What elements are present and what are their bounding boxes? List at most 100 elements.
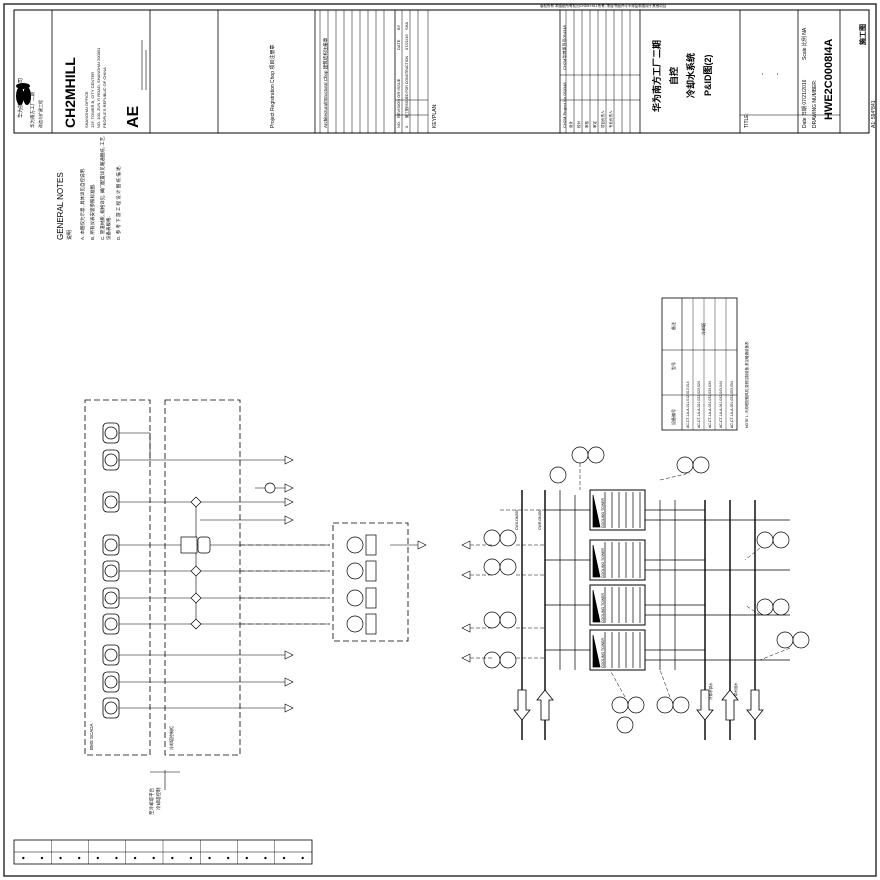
svg-text:设备表规格.: 设备表规格. (105, 216, 112, 240)
ch2m-no: CH2M华特项目号054348 (561, 25, 567, 70)
strip-dot (189, 856, 193, 860)
left-instruments (102, 422, 120, 719)
cooling-towers (521, 489, 790, 740)
sheet-border (3, 3, 877, 877)
svg-text:DATE: DATE (396, 39, 401, 50)
svg-text:PEOPLE'S REPUBLIC OF CHINA: PEOPLE'S REPUBLIC OF CHINA (102, 67, 107, 128)
tower-instruments (483, 446, 810, 734)
svg-text:COOLING TOWER: COOLING TOWER (601, 498, 605, 528)
title-line-2: 自控 (668, 67, 679, 85)
ae-detail-lines (141, 40, 147, 90)
strip-dot (59, 856, 62, 860)
svg-text:冷却水回水: 冷却水回水 (733, 682, 738, 700)
svg-text:SHANGHAI OFFICE: SHANGHAI OFFICE (84, 91, 89, 128)
scale: Scale 比例 NA (801, 27, 808, 60)
ch2m-logo: CH2MHILL (62, 57, 78, 128)
ae-logo: AE (125, 105, 142, 128)
flow-arrow-down (513, 689, 531, 721)
strip-dot (245, 856, 249, 860)
strip-dot (96, 856, 100, 860)
svg-text:SHA: SHA (404, 21, 409, 30)
instrument-box (102, 534, 120, 556)
tower-control-panel: 冷却塔控制柜 (164, 399, 241, 756)
title-line-4: P&ID图(2) (703, 54, 713, 96)
project-no: CH2M Project No.054348 (562, 82, 567, 128)
date: Date 日期 07/21/2016 (802, 79, 808, 128)
mcc-panel (332, 522, 427, 642)
top-note: 版权所有 本图纸所有权归CH2M HILL所有, 未经书面许可不得复制或用于其他… (540, 3, 666, 8)
svg-text:至冷却塔平台: 至冷却塔平台 (148, 788, 155, 815)
instrument-box (102, 587, 120, 609)
legend-table: 设备编号 型号 备注 AC-CT-1A-A-011,012,013,014 AC… (661, 297, 749, 431)
strip-dot (301, 856, 304, 860)
notes-title: GENERAL NOTES (56, 172, 65, 240)
flow-arrow-up (536, 689, 554, 721)
svg-text:-: - (775, 73, 781, 75)
instrument-box (102, 697, 120, 719)
strip-dot (226, 856, 230, 860)
svg-text:-: - (760, 73, 766, 75)
svg-text:冷却塔: 冷却塔 (700, 323, 706, 335)
strip-dot (264, 856, 267, 860)
svg-text:设计: 设计 (568, 121, 573, 128)
svg-text:CWS-DN350: CWS-DN350 (515, 510, 519, 530)
general-notes: GENERAL NOTES 说明 A. 本图仅为示意, 具体详见自控说明. B.… (56, 135, 122, 240)
title-label: TITLE: (744, 113, 750, 128)
bms-panel: BMS SCADA (84, 399, 151, 756)
svg-text:冷却水供水: 冷却水供水 (708, 682, 713, 700)
svg-text:AC-CT-1A-A-051,052,053,054: AC-CT-1A-A-051,052,053,054 (730, 381, 734, 428)
instrument-box (102, 449, 120, 471)
svg-text:COOLING TOWER: COOLING TOWER (601, 593, 605, 623)
project-registration: Project Registration Chop 项目注册章 (269, 45, 276, 128)
strip-dot (40, 856, 44, 860)
title-block: 华为技术有限公司 华为南方工厂二期 改造与扩建工程 CH2MHILL SHANG… (13, 3, 877, 134)
flow-arrow-down (746, 689, 764, 721)
svg-text:COOLING TOWER: COOLING TOWER (601, 638, 605, 668)
svg-text:冷却塔控制柜: 冷却塔控制柜 (168, 726, 174, 750)
legend-note: NOTE 1: 冷却塔配套风机,变频控制设备,参见暖通设备表. (744, 340, 749, 428)
notes-subtitle: 说明 (66, 230, 73, 240)
instrument-box (102, 491, 120, 513)
svg-text:备注: 备注 (670, 322, 676, 330)
signal-terminators (284, 455, 294, 713)
svg-text:CWR-DN350: CWR-DN350 (538, 510, 542, 530)
svg-text:COOLING TOWER: COOLING TOWER (601, 548, 605, 578)
svg-text:施工图/ISSUED FOR CONSTRUCTION: 施工图/ISSUED FOR CONSTRUCTION (404, 55, 409, 118)
svg-text:AC-CT-1A-A-041,042,043,044: AC-CT-1A-A-041,042,043,044 (719, 381, 723, 428)
sheet-code: A1: 594*841 (871, 100, 877, 128)
instrument-box (102, 644, 120, 666)
huawei-logo (16, 83, 31, 105)
svg-text:型号: 型号 (670, 362, 676, 370)
flow-arrow-down (696, 689, 714, 721)
strip-dot (77, 856, 81, 860)
svg-text:B. 所有仪表安装参照标准图.: B. 所有仪表安装参照标准图. (89, 184, 96, 240)
keyplan: KEYPLAN: (432, 104, 438, 128)
strip-dot (171, 856, 174, 860)
svg-text:校对: 校对 (576, 121, 581, 128)
title-line-1: 华为南方工厂二期 (651, 40, 662, 112)
svg-text:AC-CT-1A-A-021,022,023,024: AC-CT-1A-A-021,022,023,024 (697, 381, 701, 428)
drawing-number: HWE2C0008I4A (823, 39, 835, 120)
strip-dot (208, 856, 211, 860)
interlock-diamonds (180, 482, 276, 630)
project-note: 华为南方工厂二期 (29, 92, 36, 128)
svg-text:冷却塔控制: 冷却塔控制 (155, 787, 162, 810)
svg-text:0: 0 (404, 125, 409, 128)
svg-text:A. 本图仅为示意, 具体详见自控说明.: A. 本图仅为示意, 具体详见自控说明. (79, 168, 86, 240)
instrument-box (102, 422, 120, 444)
bottom-tag: 至冷却塔平台 冷却塔控制 (148, 770, 180, 815)
strip-dot (22, 856, 25, 860)
bottom-strip (13, 839, 313, 865)
svg-text:审定: 审定 (592, 121, 597, 128)
svg-text:D. 参 考 下 游 工 程 设 计 图 纸 描 述.: D. 参 考 下 游 工 程 设 计 图 纸 描 述. (115, 165, 122, 240)
svg-text:BY: BY (396, 24, 401, 30)
strip-dot (152, 856, 155, 860)
instrument-box (102, 671, 120, 693)
svg-text:项目负责人: 项目负责人 (600, 110, 605, 128)
svg-text:专业负责人: 专业负责人 (608, 110, 613, 128)
svg-text:NO. 100, ZUN YI ROAD, SHANGHAI: NO. 100, ZUN YI ROAD, SHANGHAI 200051 (96, 47, 101, 128)
strip-dot (133, 856, 137, 860)
svg-text:BMS SCADA: BMS SCADA (89, 723, 94, 750)
title-line-3: 冷却水系统 (685, 53, 696, 98)
